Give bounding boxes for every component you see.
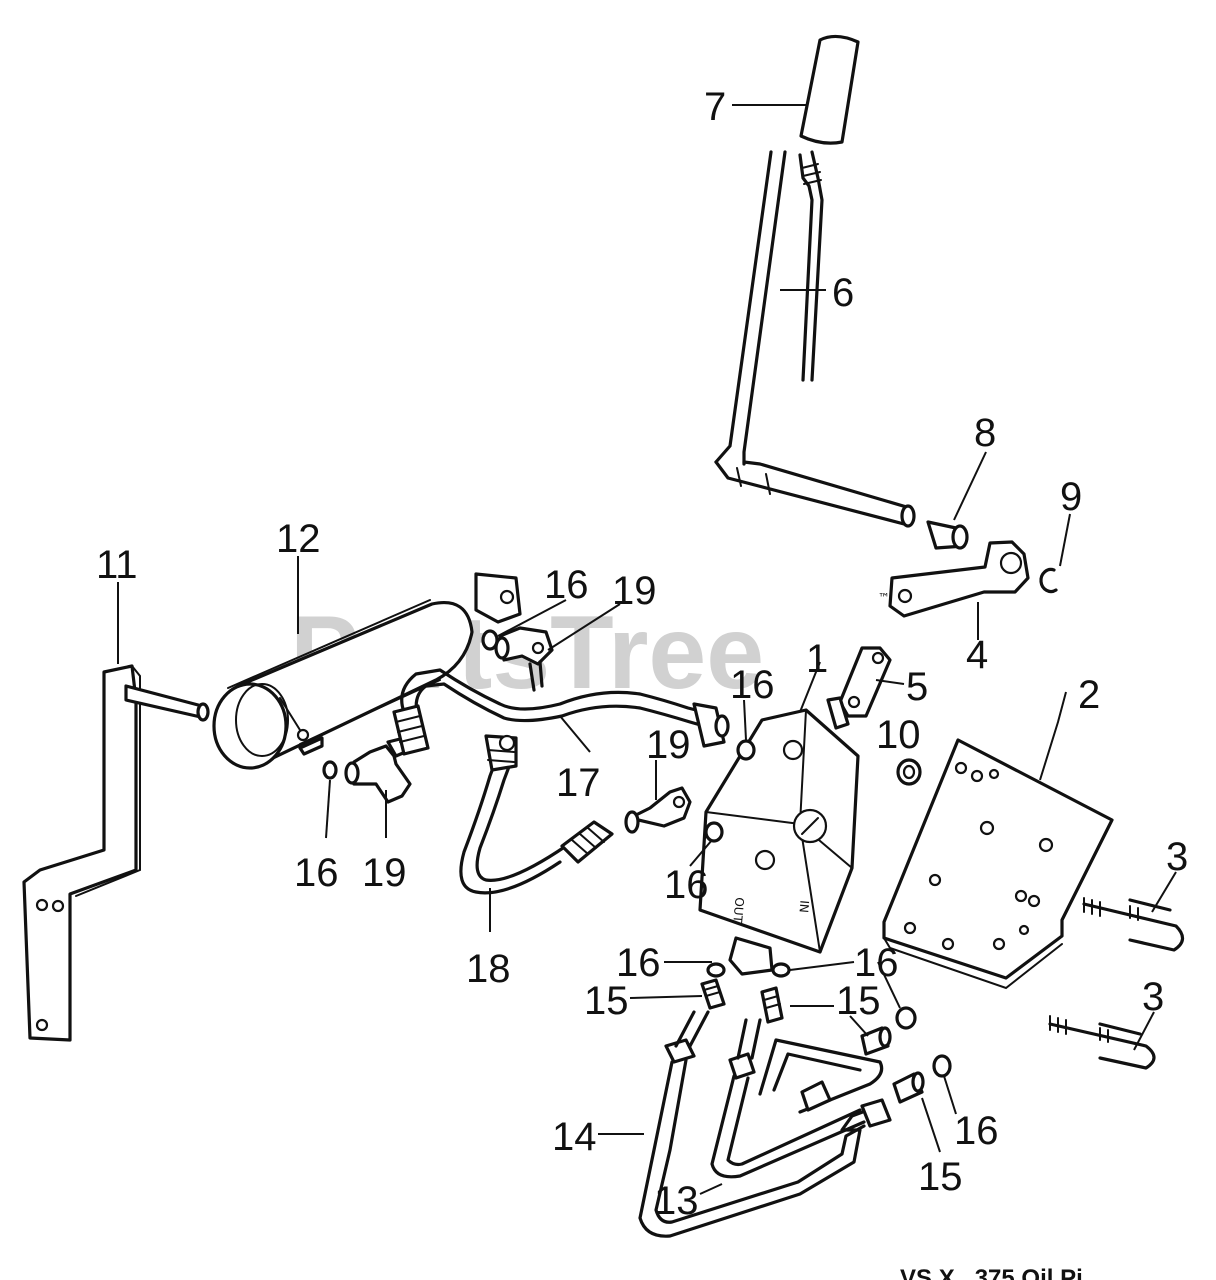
part-3-u-bolt-lower[interactable]	[1048, 1015, 1156, 1070]
part-6-lift-lever[interactable]	[714, 150, 916, 528]
part-16-o-ring-h[interactable]	[932, 1054, 952, 1078]
callout-3-lower: 3	[1142, 975, 1164, 1019]
part-16-o-ring-d[interactable]	[704, 821, 724, 843]
port-label-out: OUT	[730, 897, 746, 924]
part-13-supply-line[interactable]	[710, 1018, 884, 1179]
callout-10: 10	[876, 713, 921, 757]
callout-16-d: 16	[664, 863, 709, 907]
part-16-o-ring-g[interactable]	[895, 1006, 917, 1030]
part-5-link[interactable]	[838, 646, 892, 718]
callout-4: 4	[966, 633, 988, 677]
part-9-retaining-ring[interactable]	[1039, 567, 1058, 594]
part-16-o-ring-b[interactable]	[736, 739, 756, 761]
part-3-u-bolt-upper[interactable]	[1082, 897, 1185, 952]
callout-9: 9	[1060, 475, 1082, 519]
callout-15-c: 15	[918, 1155, 963, 1199]
port-label-in: IN	[796, 900, 811, 914]
callout-11: 11	[96, 543, 138, 587]
callout-2: 2	[1078, 673, 1100, 717]
part-16-o-ring-f[interactable]	[771, 962, 791, 978]
part-14-return-line[interactable]	[638, 1010, 892, 1238]
callout-14: 14	[552, 1115, 597, 1159]
callout-5: 5	[906, 665, 928, 709]
callout-19-c: 19	[362, 851, 407, 895]
callout-16-f: 16	[854, 941, 899, 985]
part-15-fitting-c[interactable]	[860, 1026, 892, 1056]
callout-15-b: 15	[836, 979, 881, 1023]
callout-19-a: 19	[612, 569, 657, 613]
part-15-fitting-b[interactable]	[760, 986, 784, 1024]
callout-16-g: 16	[954, 1109, 999, 1153]
part-2-mounting-plate[interactable]	[882, 738, 1114, 990]
leader-lines	[117, 104, 1177, 1195]
callout-17: 17	[556, 761, 601, 805]
callout-16-a: 16	[544, 563, 589, 607]
part-17-hose-upper[interactable]	[392, 668, 730, 756]
callout-8: 8	[974, 411, 996, 455]
callout-16-b: 16	[730, 663, 775, 707]
part-16-o-ring-e[interactable]	[706, 962, 726, 978]
footer-caption: ...VS X...375 Oil Pi...	[880, 1265, 1103, 1280]
part-12-hydraulic-cylinder[interactable]	[212, 572, 522, 770]
callout-3-upper: 3	[1166, 835, 1188, 879]
callout-13: 13	[654, 1179, 699, 1223]
part-11-bracket[interactable]	[22, 664, 210, 1042]
callout-18: 18	[466, 947, 511, 991]
part-18-hose-lower[interactable]	[459, 734, 614, 895]
part-1-control-valve[interactable]: OUT IN	[698, 696, 860, 976]
part-7-handle-knob[interactable]	[799, 34, 860, 145]
callout-7: 7	[704, 85, 726, 129]
callout-1: 1	[806, 637, 828, 681]
callout-6: 6	[832, 271, 854, 315]
part-15-fitting-a[interactable]	[700, 978, 726, 1010]
callout-16-e: 16	[616, 941, 661, 985]
callout-19-b: 19	[646, 723, 691, 767]
callout-16-c: 16	[294, 851, 339, 895]
part-16-o-ring-a[interactable]	[481, 629, 499, 651]
part-10-washer[interactable]	[896, 758, 922, 786]
part-16-o-ring-c[interactable]	[322, 760, 338, 780]
callout-15-a: 15	[584, 979, 629, 1023]
callouts: 7 6 8 9 4 5 1 10 2 3 3 11 12 16 19 16 17…	[96, 85, 1188, 1223]
part-4-lift-arm[interactable]	[888, 540, 1030, 618]
callout-12: 12	[276, 517, 321, 561]
part-19-elbow-fitting-bottom[interactable]	[344, 736, 412, 804]
part-15-fitting-d[interactable]	[892, 1071, 925, 1104]
part-8-bushing[interactable]	[926, 520, 969, 550]
part-19-elbow-fitting-valve[interactable]	[624, 786, 692, 834]
part-19-elbow-fitting-top[interactable]	[494, 626, 554, 692]
trademark-mark: ™	[878, 591, 890, 605]
